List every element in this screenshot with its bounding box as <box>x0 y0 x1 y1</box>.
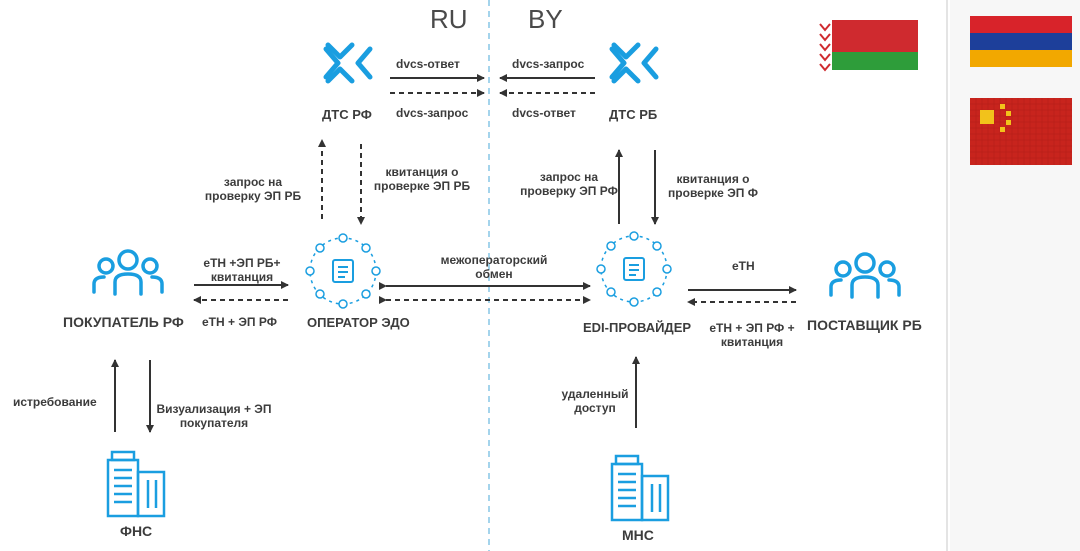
edge-label-edi-to-dts-line2: проверку ЭП РФ <box>520 184 618 198</box>
edge-label-mns-to-edi: удаленный доступ <box>556 387 634 415</box>
edge-label-op-to-buyer: eТН + ЭП РФ <box>202 315 277 329</box>
edge-label-buyer-to-op-line1: eТН +ЭП РБ+ <box>203 256 281 270</box>
node-label-dts-rf: ДТС РФ <box>322 107 372 122</box>
mns-building-icon <box>610 454 670 522</box>
edge-label-dts-to-edi-line1: квитанция о <box>676 172 750 186</box>
region-label-ru: RU <box>430 4 468 34</box>
edge-label-dts-to-edi-line2: проверке ЭП Ф <box>668 186 758 200</box>
node-label-operator: ОПЕРАТОР ЭДО <box>307 315 410 330</box>
edge-label-interop-line2: обмен <box>475 267 513 281</box>
edge-label-supplier-to-edi: eТН + ЭП РФ + квитанция <box>700 321 804 349</box>
armenia-flag <box>970 16 1072 67</box>
node-label-edi: EDI-ПРОВАЙДЕР <box>583 320 692 335</box>
node-label-mns: МНС <box>622 527 654 543</box>
node-label-dts-rb: ДТС РБ <box>609 107 658 122</box>
node-label-supplier: ПОСТАВЩИК РБ <box>807 317 922 333</box>
edge-label-mns-to-edi-line1: удаленный <box>561 387 629 401</box>
edge-label-op-to-dts-line2: проверку ЭП РБ <box>204 189 302 203</box>
edge-label-op-to-dts: запрос на проверку ЭП РБ <box>198 175 308 203</box>
edge-label-dts-to-edi: квитанция о проверке ЭП Ф <box>660 172 766 200</box>
edge-label-supplier-to-edi-line1: eТН + ЭП РФ + <box>709 321 795 335</box>
buyer-group-icon <box>92 249 164 296</box>
edge-label-buyer-to-fns-line1: Визуализация + ЭП <box>156 402 272 416</box>
edge-label-fns-to-buyer: истребование <box>13 395 97 409</box>
edge-label-mns-to-edi-line2: доступ <box>574 401 616 415</box>
edi-provider-icon <box>596 231 672 307</box>
region-label-by: BY <box>528 4 563 34</box>
edge-label-dts-to-op-line1: квитанция о <box>385 165 459 179</box>
china-flag <box>970 98 1072 165</box>
edge-label-dts-to-op: квитанция о проверке ЭП РБ <box>364 165 480 193</box>
diagram-canvas <box>0 0 950 551</box>
dts-rf-icon <box>323 42 373 84</box>
side-divider <box>946 0 948 551</box>
edge-label-op-to-dts-line1: запрос на <box>223 175 283 189</box>
edge-label-edi-to-dts-line1: запрос на <box>539 170 599 184</box>
edge-label-dts-rf-in: dvcs-запрос <box>396 106 469 120</box>
edge-label-interop: межоператорский обмен <box>432 253 556 281</box>
node-label-buyer: ПОКУПАТЕЛЬ РФ <box>63 314 184 330</box>
edge-label-edi-to-dts: запрос на проверку ЭП РФ <box>514 170 624 198</box>
edge-label-dts-to-op-line2: проверке ЭП РБ <box>373 179 471 193</box>
edge-label-supplier-to-edi-line2: квитанция <box>720 335 784 349</box>
edge-label-dts-rf-out: dvcs-ответ <box>396 57 460 71</box>
supplier-group-icon <box>829 252 901 299</box>
dts-rb-icon <box>609 42 659 84</box>
edge-label-buyer-to-op-line2: квитанция <box>210 270 274 284</box>
node-label-fns: ФНС <box>120 523 153 539</box>
belarus-flag <box>818 20 918 72</box>
operator-edo-icon <box>305 233 381 309</box>
edge-label-buyer-to-op: eТН +ЭП РБ+ квитанция <box>190 256 294 284</box>
edge-label-edi-to-supplier: eТН <box>732 259 755 273</box>
side-panel <box>950 0 1080 551</box>
edge-label-dts-rb-out: dvcs-запрос <box>512 57 585 71</box>
edge-label-buyer-to-fns-line2: покупателя <box>179 416 249 430</box>
edge-label-dts-rb-in: dvcs-ответ <box>512 106 576 120</box>
fns-building-icon <box>106 450 166 518</box>
edge-label-buyer-to-fns: Визуализация + ЭП покупателя <box>152 402 276 430</box>
edge-label-interop-line1: межоператорский <box>440 253 548 267</box>
